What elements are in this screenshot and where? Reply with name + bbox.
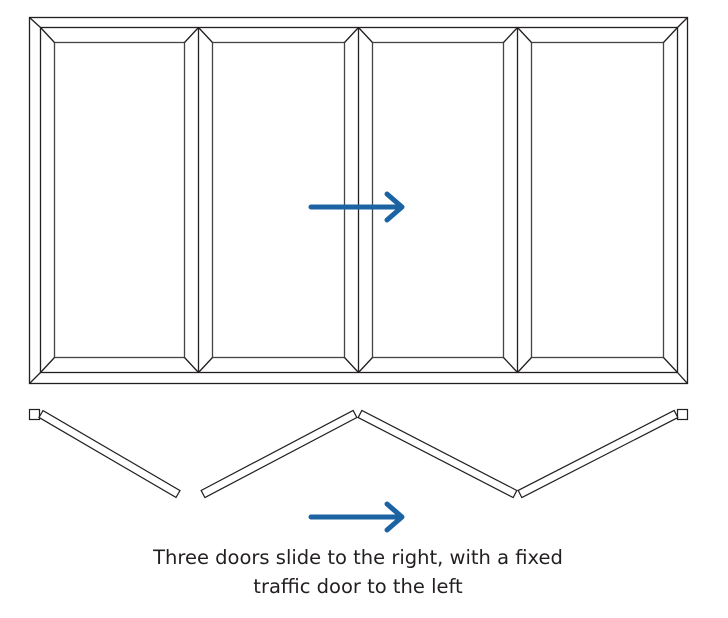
folding-leaf — [517, 409, 679, 499]
fixed-jamb-left — [28, 408, 41, 421]
outer-frame — [28, 16, 689, 385]
fixed-jamb-right — [676, 408, 689, 421]
door-panel — [516, 27, 678, 373]
door-panel — [357, 27, 518, 373]
folding-leaf — [38, 409, 181, 499]
glass-pane — [211, 41, 346, 359]
door-elevation — [28, 16, 689, 385]
folding-leaf — [357, 409, 518, 499]
glass-pane — [530, 41, 665, 359]
glass-pane — [53, 41, 186, 359]
door-plan-view — [28, 408, 689, 499]
door-panel — [40, 27, 199, 373]
caption-line-1: Three doors slide to the right, with a f… — [153, 546, 563, 569]
plan-arrow — [308, 501, 405, 533]
elevation-arrow — [308, 191, 405, 223]
glass-pane — [371, 41, 505, 359]
folding-leaf — [200, 409, 358, 499]
door-panel — [197, 27, 359, 373]
caption-line-2: traffic door to the left — [253, 575, 463, 598]
